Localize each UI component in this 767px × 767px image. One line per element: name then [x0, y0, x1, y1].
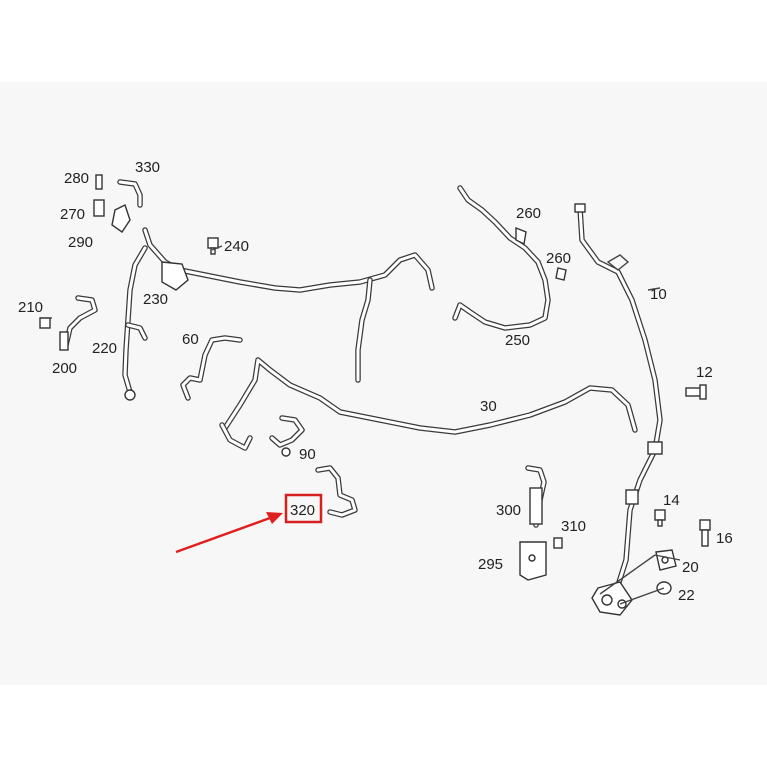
label-30: 30: [480, 398, 497, 415]
pointer-arrow: [175, 516, 271, 554]
label-90: 90: [299, 446, 316, 463]
part-270-290: [93, 174, 131, 233]
flange-20: [655, 549, 677, 571]
label-330: 330: [135, 159, 160, 176]
label-22: 22: [678, 587, 695, 604]
part-210-200: [39, 295, 98, 351]
label-12: 12: [696, 364, 713, 381]
label-270: 270: [60, 206, 85, 223]
label-20: 20: [682, 559, 699, 576]
label-16: 16: [716, 530, 733, 547]
label-290: 290: [68, 234, 93, 251]
hose-320: [315, 465, 358, 518]
pipe-10: [574, 203, 663, 616]
pipe-upper: [122, 227, 435, 401]
leader-lines: [40, 245, 681, 605]
label-320: 320: [290, 502, 315, 519]
highlight-box: [284, 493, 323, 524]
label-280: 280: [64, 170, 89, 187]
label-310: 310: [561, 518, 586, 535]
label-60: 60: [182, 331, 199, 348]
bolt-12: [685, 384, 707, 400]
arrow-head: [266, 512, 283, 524]
label-250: 250: [505, 332, 530, 349]
pipe-250: [452, 185, 567, 331]
part-300-310-295: [519, 465, 563, 581]
label-10: 10: [650, 286, 667, 303]
label-240: 240: [224, 238, 249, 255]
label-295: 295: [478, 556, 503, 573]
label-230: 230: [143, 291, 168, 308]
hose-60: [180, 335, 243, 401]
label-300: 300: [496, 502, 521, 519]
bolt-240: [207, 237, 219, 255]
pipe-30: [219, 357, 638, 451]
label-14: 14: [663, 492, 680, 509]
hose-330: [117, 179, 143, 208]
labels: 280 330 270 290 240 230 210 220 200 60 2…: [18, 159, 733, 604]
highlight-320: 320: [175, 493, 323, 554]
bolt-14: [654, 509, 666, 527]
label-200: 200: [52, 360, 77, 377]
label-220: 220: [92, 340, 117, 357]
hose-90: [269, 415, 305, 457]
label-260a: 260: [516, 205, 541, 222]
label-210: 210: [18, 299, 43, 316]
label-260b: 260: [546, 250, 571, 267]
bolt-16: [699, 519, 711, 547]
